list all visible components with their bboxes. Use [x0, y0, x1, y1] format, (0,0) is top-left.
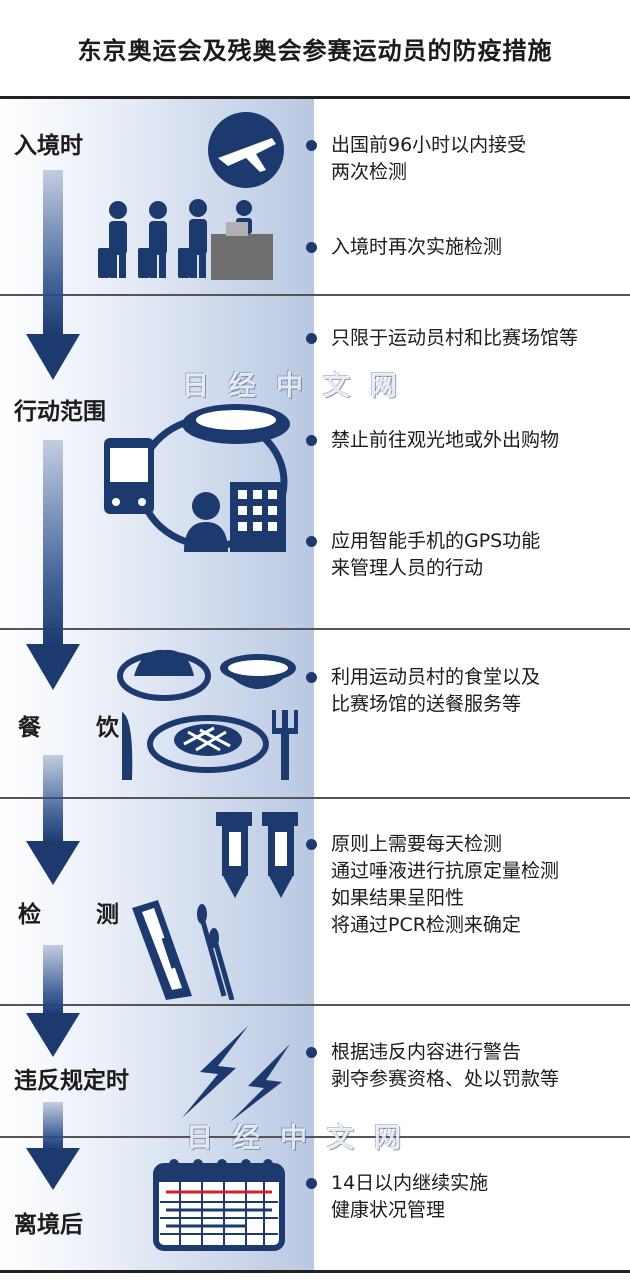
bullet-dot [306, 672, 317, 683]
section-divider [0, 1004, 630, 1006]
bullet-line: 比赛场馆的送餐服务等 [331, 693, 522, 715]
bullet-dot [306, 536, 317, 547]
bullet-line: 来管理人员的行动 [331, 557, 484, 579]
flow-arrow [26, 1102, 80, 1190]
page-title: 东京奥运会及残奥会参赛运动员的防疫措施 [77, 36, 553, 65]
bullet-line: 出国前96小时以内接受 [331, 134, 527, 156]
bullet-item: 出国前96小时以内接受两次检测 [306, 132, 526, 186]
bullet-dot [306, 1178, 317, 1189]
bullet-line: 入境时再次实施检测 [331, 236, 503, 258]
bullet-line: 两次检测 [331, 161, 408, 183]
bullet-line: 通过唾液进行抗原定量检测 [331, 860, 560, 882]
bullet-item: 根据违反内容进行警告剥夺参赛资格、处以罚款等 [306, 1039, 559, 1093]
bottom-rule [0, 1270, 630, 1273]
stage-label-violation: 违反规定时 [14, 1068, 129, 1094]
bullet-item: 原则上需要每天检测通过唾液进行抗原定量检测如果结果呈阳性将通过PCR检测来确定 [306, 831, 559, 939]
bullet-dot [306, 140, 317, 151]
bullet-line: 14日以内继续实施 [331, 1172, 489, 1194]
calendar-icon [153, 1159, 285, 1251]
bullet-dot [306, 435, 317, 446]
food-plates-cutlery-icon [117, 649, 298, 780]
bullet-item: 14日以内继续实施健康状况管理 [306, 1170, 488, 1224]
bullet-dot [306, 839, 317, 850]
bullet-dot [306, 1047, 317, 1058]
section-divider [0, 797, 630, 799]
bullet-item: 只限于运动员村和比赛场馆等 [306, 325, 578, 352]
bullet-line: 原则上需要每天检测 [331, 833, 503, 855]
flow-arrow [26, 440, 80, 690]
section-divider [0, 628, 630, 630]
bullet-line: 将通过PCR检测来确定 [331, 914, 521, 936]
bullet-line: 如果结果呈阳性 [331, 887, 465, 909]
bullet-line: 健康状况管理 [331, 1199, 446, 1221]
flow-arrow [26, 755, 80, 885]
top-rule [0, 96, 630, 99]
bullet-line: 应用智能手机的GPS功能 [331, 530, 541, 552]
bullet-item: 入境时再次实施检测 [306, 234, 502, 261]
bullet-item: 禁止前往观光地或外出购物 [306, 427, 559, 454]
section-divider [0, 1136, 630, 1138]
bullet-line: 剥夺参赛资格、处以罚款等 [331, 1068, 560, 1090]
stage-label-departure: 离境后 [14, 1212, 83, 1238]
airplane-and-travelers-icon [98, 112, 284, 280]
bullet-line: 利用运动员村的食堂以及 [331, 666, 541, 688]
stadium-bus-hotel-icon [104, 404, 290, 552]
watermark: 日经中文网 [186, 1123, 421, 1154]
test-tubes-swab-icon [132, 812, 298, 1000]
watermark: 日经中文网 [182, 371, 417, 402]
bullet-dot [306, 242, 317, 253]
stage-label-testing: 检 测 [18, 902, 135, 928]
bullet-line: 禁止前往观光地或外出购物 [331, 429, 560, 451]
bullet-line: 根据违反内容进行警告 [331, 1041, 522, 1063]
bullet-dot [306, 333, 317, 344]
flow-arrow [26, 170, 80, 380]
section-divider [0, 294, 630, 296]
stage-label-dining: 餐 饮 [18, 715, 135, 741]
stage-label-movement: 行动范围 [14, 399, 106, 425]
flow-arrow [26, 945, 80, 1057]
stage-label-entry: 入境时 [14, 133, 83, 159]
bullet-item: 应用智能手机的GPS功能来管理人员的行动 [306, 528, 540, 582]
lightning-warning-icon [182, 1026, 290, 1122]
bullet-line: 只限于运动员村和比赛场馆等 [331, 327, 579, 349]
bullet-item: 利用运动员村的食堂以及比赛场馆的送餐服务等 [306, 664, 540, 718]
